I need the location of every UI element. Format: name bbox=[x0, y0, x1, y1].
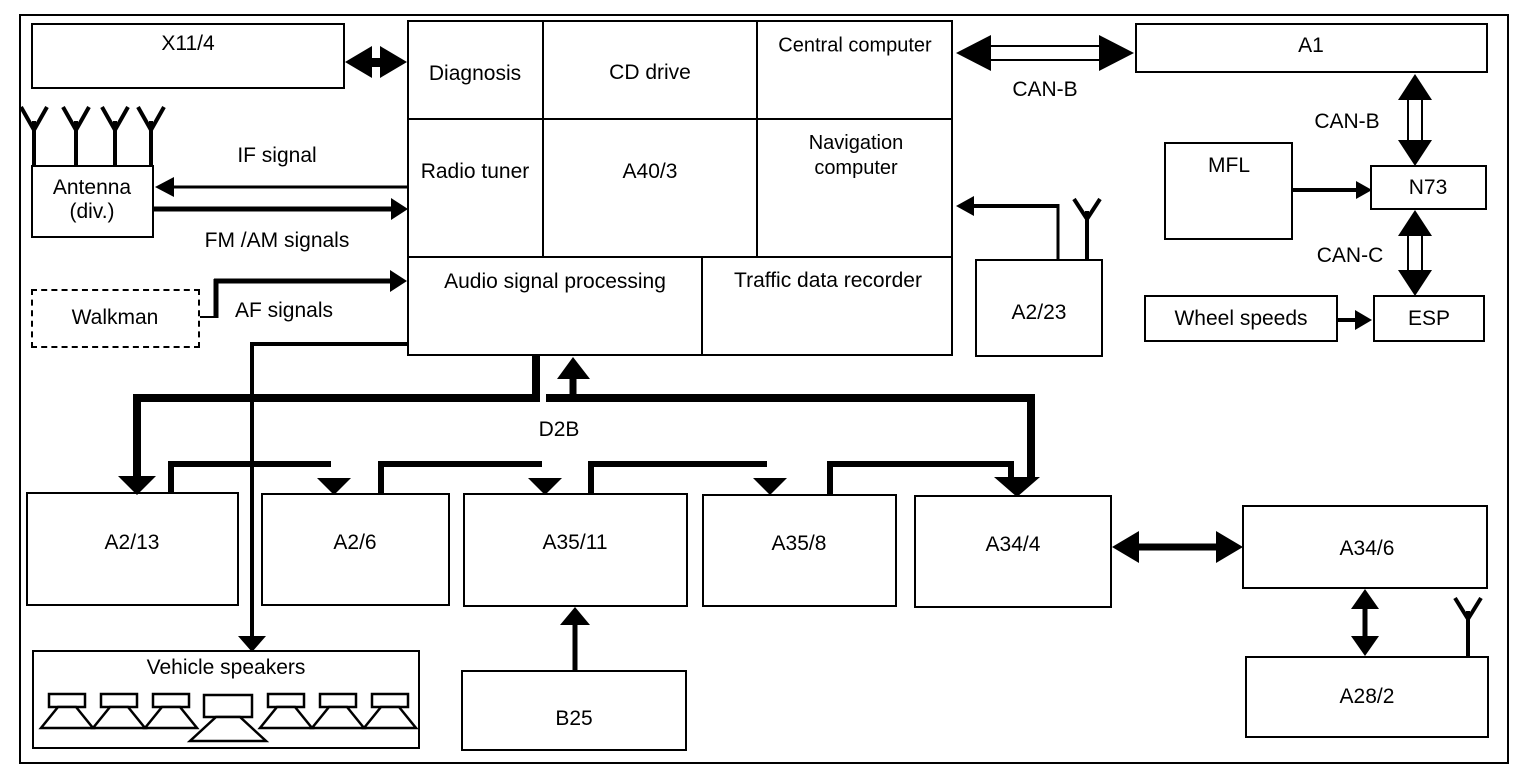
box-esp bbox=[1373, 295, 1485, 342]
box-a35-11-label: A35/11 bbox=[542, 530, 608, 554]
cell-cd-drive-label: CD drive bbox=[609, 60, 691, 84]
cell-traffic-data-recorder-label: Traffic data recorder bbox=[734, 268, 922, 292]
box-a2-6-label: A2/6 bbox=[333, 530, 377, 554]
can-c-label: CAN-C bbox=[1316, 243, 1384, 267]
box-mfl bbox=[1164, 142, 1293, 240]
box-a2-13-label: A2/13 bbox=[104, 530, 160, 554]
box-b25-label: B25 bbox=[555, 706, 593, 730]
box-antenna-div-label: (div.) bbox=[69, 199, 115, 223]
box-a35-8 bbox=[702, 494, 897, 607]
box-a28-2 bbox=[1245, 656, 1489, 738]
box-mfl-label: MFL bbox=[1208, 153, 1250, 177]
cell-diagnosis-label: Diagnosis bbox=[428, 61, 522, 85]
cell-audio-signal-processing-label: Audio signal processing bbox=[444, 269, 666, 293]
box-x11-4-label: X11/4 bbox=[161, 31, 215, 55]
box-a1 bbox=[1135, 23, 1488, 73]
box-wheel-speeds-label: Wheel speeds bbox=[1174, 306, 1308, 330]
d2b-label: D2B bbox=[538, 417, 580, 441]
box-vehicle-speakers-label: Vehicle speakers bbox=[146, 655, 306, 679]
box-a34-4-label: A34/4 bbox=[985, 532, 1041, 556]
box-b25 bbox=[461, 670, 687, 751]
box-n73 bbox=[1370, 165, 1487, 210]
box-walkman bbox=[31, 289, 200, 348]
fm-am-signals-label: FM /AM signals bbox=[204, 228, 350, 252]
cell-radio-tuner-label: Radio tuner bbox=[420, 159, 530, 183]
box-a28-2-label: A28/2 bbox=[1339, 684, 1395, 708]
cell-a40-3-label: A40/3 bbox=[622, 159, 678, 183]
box-a34-6-label: A34/6 bbox=[1339, 536, 1395, 560]
box-a2-23 bbox=[975, 259, 1103, 357]
box-a35-8-label: A35/8 bbox=[771, 531, 827, 555]
cell-navigation-computer-label: Navigation computer bbox=[808, 132, 904, 179]
cell-central-computer-label: Central computer bbox=[778, 34, 932, 57]
if-signal-label: IF signal bbox=[237, 143, 317, 167]
box-a2-13 bbox=[26, 492, 239, 606]
box-a34-6 bbox=[1242, 505, 1488, 589]
box-antenna-label: Antenna bbox=[52, 175, 132, 199]
box-antenna-div bbox=[31, 165, 154, 238]
box-a2-6 bbox=[261, 493, 450, 606]
box-esp-label: ESP bbox=[1407, 306, 1451, 330]
box-walkman-label: Walkman bbox=[71, 305, 159, 329]
box-a2-23-label: A2/23 bbox=[1011, 300, 1067, 324]
can-b-top-label: CAN-B bbox=[1012, 77, 1078, 101]
box-a35-11 bbox=[463, 493, 688, 607]
af-signals-label: AF signals bbox=[234, 298, 334, 322]
box-wheel-speeds bbox=[1144, 295, 1338, 342]
box-a1-label: A1 bbox=[1298, 33, 1324, 57]
box-x11-4 bbox=[31, 23, 345, 89]
can-b-right-label: CAN-B bbox=[1314, 109, 1380, 133]
box-n73-label: N73 bbox=[1408, 175, 1448, 199]
box-head-unit bbox=[407, 20, 953, 356]
